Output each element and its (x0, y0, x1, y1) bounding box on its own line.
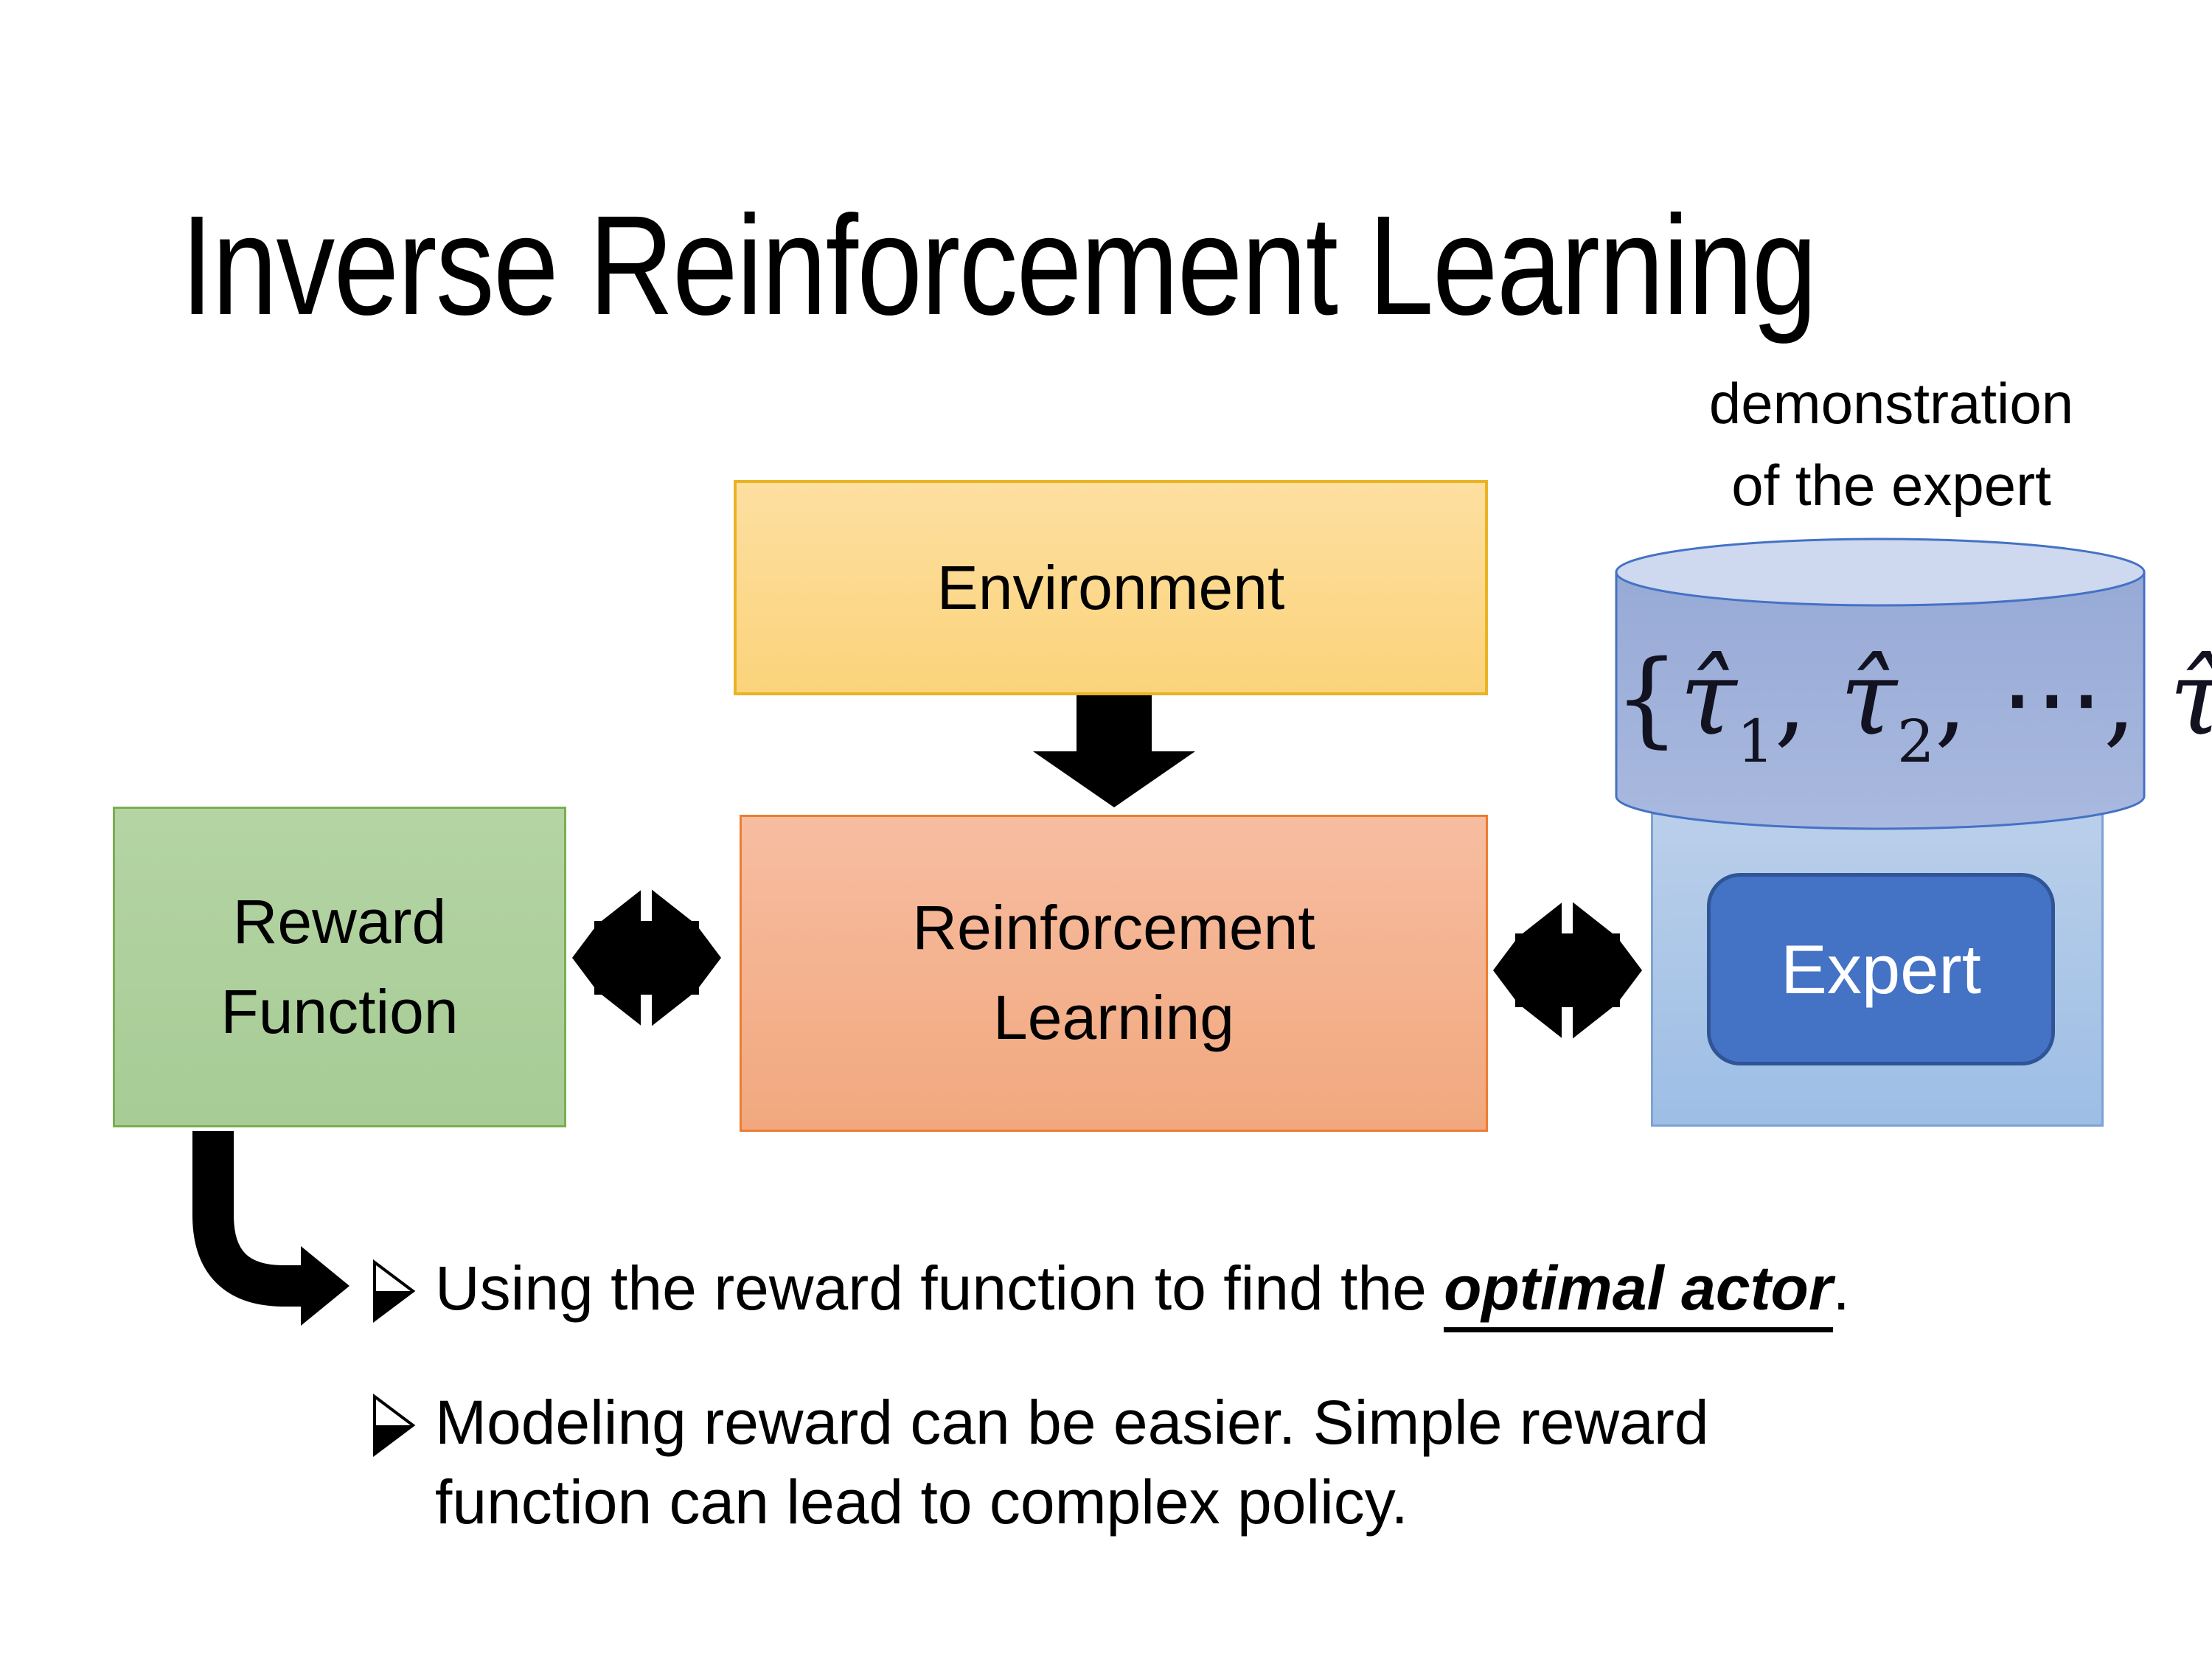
formula-dots: ⋯ (2000, 639, 2104, 759)
formula-sep-3: , (2103, 639, 2169, 759)
expert-box: Expert (1707, 873, 2055, 1065)
bullet-arrowhead-icon (373, 1395, 414, 1455)
environment-box: Environment (734, 480, 1488, 695)
bullet1-prefix: Using the reward function to find the (435, 1253, 1444, 1323)
formula-tau-n: τ̂ (2169, 639, 2212, 759)
expert-label: Expert (1781, 930, 1981, 1008)
demonstration-caption: demonstration of the expert (1708, 371, 2074, 518)
formula-sep-2: , (1934, 639, 2000, 759)
trajectory-set-formula: {τ̂1, τ̂2, ⋯, τ̂N} (1614, 647, 2212, 771)
formula-open-brace: { (1614, 639, 1680, 759)
bullet1-suffix: . (1832, 1253, 1850, 1323)
reward-function-box: Reward Function (113, 807, 566, 1127)
reinforcement-learning-box: Reinforcement Learning (740, 815, 1488, 1132)
environment-to-rl-arrow-icon (1033, 695, 1195, 807)
bullet-arrowhead-icon (373, 1261, 414, 1321)
formula-tau-1: τ̂ (1680, 639, 1737, 759)
reward-rl-double-arrow-icon (572, 884, 721, 1032)
reward-function-label: Reward Function (220, 886, 459, 1046)
bullet-item-modeling-reward: Modeling reward can be easier. Simple re… (435, 1388, 1709, 1537)
formula-sub-1: 1 (1736, 707, 1775, 776)
rl-expert-double-arrow-icon (1493, 897, 1642, 1044)
environment-label: Environment (936, 552, 1285, 622)
formula-tau-2: τ̂ (1840, 639, 1897, 759)
page-title: Inverse Reinforcement Learning (181, 186, 1818, 344)
reward-to-bullet-elbow-arrow-icon (192, 1131, 349, 1326)
bullet-item-optimal-actor: Using the reward function to find the op… (435, 1249, 1850, 1332)
bullet1-emphasis: optimal actor (1444, 1253, 1833, 1332)
formula-sep-1: , (1774, 639, 1840, 759)
demonstration-database-cylinder-icon (1615, 538, 2146, 830)
reinforcement-learning-label: Reinforcement Learning (912, 893, 1315, 1052)
formula-sub-2: 2 (1896, 707, 1935, 776)
